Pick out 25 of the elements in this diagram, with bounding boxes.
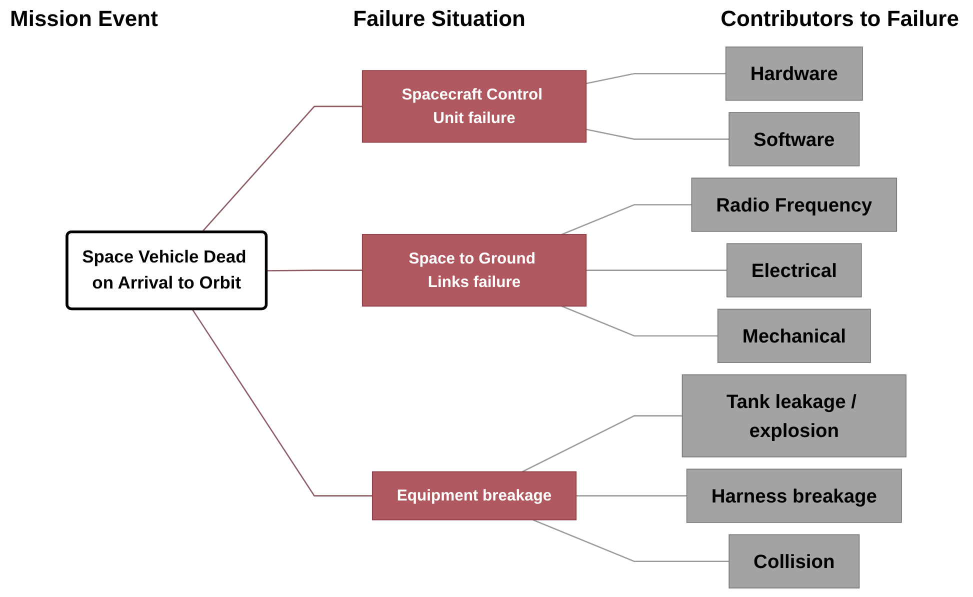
node-box: Software	[728, 112, 860, 166]
node-box: Electrical	[726, 243, 862, 298]
connector	[532, 519, 730, 562]
connector	[192, 308, 372, 496]
connector	[586, 270, 727, 271]
node-box: Mechanical	[717, 308, 871, 363]
connector	[561, 204, 692, 236]
connector	[586, 128, 730, 140]
node-box: Collision	[728, 534, 860, 588]
node-box: Radio Frequency	[691, 178, 898, 232]
connector	[561, 306, 718, 336]
connector	[266, 270, 362, 272]
node-box: Space to Ground Links failure	[362, 234, 587, 307]
connector	[586, 73, 726, 84]
column-heading: Mission Event	[10, 6, 158, 33]
node-box: Spacecraft Control Unit failure	[362, 70, 587, 143]
node-box: Harness breakage	[686, 468, 902, 523]
connector	[201, 106, 362, 233]
column-heading: Failure Situation	[353, 6, 526, 33]
node-box: Equipment breakage	[372, 471, 577, 520]
connector	[576, 495, 687, 496]
column-heading: Contributors to Failure	[720, 6, 959, 33]
node-box: Hardware	[725, 46, 863, 101]
node-box: Tank leakage / explosion	[682, 374, 906, 458]
connector	[522, 415, 682, 472]
